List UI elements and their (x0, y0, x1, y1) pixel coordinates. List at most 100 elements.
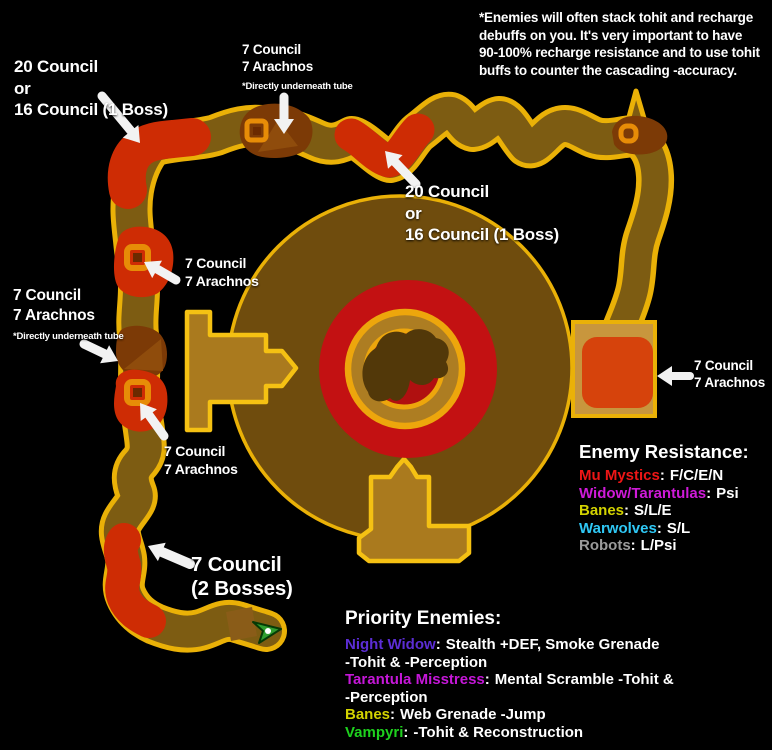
priority-description: -Tohit & Reconstruction (413, 723, 584, 741)
tunnel-end-patch (226, 607, 257, 641)
label-footnote: *Directly underneath tube (13, 331, 124, 342)
resistance-value: S/L/E (634, 502, 672, 519)
priority-row: Night Widow:Stealth +DEF, Smoke Grenade … (345, 636, 772, 671)
right-room-spawn-area (582, 337, 653, 408)
spawn-square-core (133, 253, 142, 262)
resistance-row: Warwolves:S/L (579, 520, 749, 538)
resistance-value: Psi (716, 484, 739, 502)
priority-enemies-panel: Priority Enemies: Night Widow:Stealth +D… (345, 608, 772, 741)
map-label-left-mid: 7 Council 7 Arachnos *Directly underneat… (13, 286, 124, 342)
resistance-value: F/C/E/N (669, 467, 724, 484)
spawn-square-core (253, 127, 261, 135)
priority-description: Stealth +DEF, Smoke Grenade -Tohit & -Pe… (345, 636, 660, 671)
label-line: 7 Council (13, 287, 81, 304)
enemy-name: Vampyri (345, 723, 404, 741)
map-label-right-room: 7 Council 7 Arachnos (694, 358, 765, 391)
label-line: 7 Council (164, 443, 226, 459)
separator: : (630, 537, 636, 554)
chamber-entrance-bottom (356, 456, 472, 564)
spawn-square-core (133, 388, 142, 397)
separator: : (659, 467, 665, 484)
enemy-name: Night Widow (345, 636, 436, 653)
label-line: 20 Council (14, 57, 98, 76)
label-line: or (14, 78, 31, 98)
annotation-arrows (79, 91, 694, 569)
player-start-icon (252, 621, 282, 644)
enemy-name: Robots (579, 537, 631, 554)
enemy-name: Banes (345, 706, 391, 723)
note-line: *Enemies will often stack tohit and rech… (479, 10, 754, 25)
separator: : (624, 502, 630, 519)
label-line: 7 Council (191, 553, 282, 576)
enemy-name: Tarantula Misstress (345, 671, 485, 688)
map-label-bottom: 7 Council (2 Bosses) (191, 553, 293, 601)
separator: : (656, 519, 662, 537)
pointer-arrow (148, 542, 195, 569)
label-line: 7 Arachnos (13, 306, 95, 324)
pointer-arrow (140, 403, 169, 441)
label-line: 16 Council (1 Boss) (405, 225, 559, 244)
separator: : (484, 671, 490, 688)
pointer-arrow (79, 339, 118, 364)
enemy-name: Widow/Tarantulas (579, 484, 707, 502)
enemy-resistance-panel: Enemy Resistance: Mu Mystics:F/C/E/N Wid… (579, 441, 749, 555)
map-label-center: 20 Council or 16 Council (1 Boss) (405, 181, 559, 246)
enemy-resistance-title: Enemy Resistance: (579, 441, 749, 462)
label-line: 7 Arachnos (694, 374, 766, 390)
chamber-entrance-left (184, 309, 299, 433)
spawn-square-icon (618, 123, 639, 144)
map-label-top-left: 20 Council or 16 Council (1 Boss) (14, 56, 168, 121)
pointer-arrow (97, 91, 140, 143)
label-footnote: *Directly underneath tube (242, 81, 353, 92)
room-dark-mid-facet (124, 339, 163, 371)
note-line: debuffs on you. It's very important to h… (479, 27, 743, 43)
label-line: 20 Council (405, 182, 489, 201)
resistance-value: S/L (666, 519, 691, 537)
spawn-square-icon (244, 118, 269, 143)
pointer-arrow (274, 92, 294, 134)
spawn-square-icon (124, 244, 151, 271)
pointer-arrow (385, 151, 421, 189)
label-line: 7 Arachnos (164, 461, 238, 477)
priority-row: Banes:Web Grenade -Jump (345, 706, 772, 724)
warning-note: *Enemies will often stack tohit and rech… (479, 9, 760, 79)
label-line: 7 Council (185, 255, 247, 271)
separator: : (403, 723, 409, 741)
priority-row: Vampyri:-Tohit & Reconstruction (345, 724, 772, 742)
map-label-top-mid: 7 Council 7 Arachnos *Directly underneat… (242, 42, 353, 92)
separator: : (390, 706, 396, 723)
enemy-name: Mu Mystics (579, 467, 660, 484)
note-line: 90-100% recharge resistance and to use t… (479, 45, 760, 60)
spawn-zone-bottom-left (103, 523, 166, 638)
label-line: 16 Council (1 Boss) (14, 100, 168, 119)
spawn-square-icon (124, 379, 151, 406)
resistance-row: Robots:L/Psi (579, 537, 749, 555)
label-line: (2 Bosses) (191, 577, 293, 600)
central-chamber (184, 194, 574, 564)
priority-enemies-title: Priority Enemies: (345, 608, 502, 629)
label-line: 7 Arachnos (242, 58, 314, 74)
priority-row: Tarantula Misstress:Mental Scramble -Toh… (345, 671, 772, 706)
map-label-left-room1: 7 Council 7 Arachnos (185, 254, 259, 290)
spawn-zone-elbow (107, 118, 211, 209)
resistance-row: Widow/Tarantulas:Psi (579, 485, 749, 503)
label-line: 7 Arachnos (185, 273, 259, 289)
resistance-row: Mu Mystics:F/C/E/N (579, 467, 749, 485)
chamber-core-rock (362, 329, 449, 402)
enemy-name: Banes (579, 502, 625, 519)
pointer-arrow (657, 366, 694, 386)
note-line: buffs to counter the cascading -accuracy… (479, 62, 737, 78)
label-line: 7 Council (242, 42, 301, 57)
map-label-left-room2: 7 Council 7 Arachnos (164, 442, 238, 478)
pointer-arrow (144, 260, 181, 285)
priority-description: Web Grenade -Jump (400, 706, 546, 723)
separator: : (706, 484, 712, 502)
right-room (571, 320, 657, 418)
enemy-name: Warwolves (579, 519, 657, 537)
label-line: or (405, 203, 422, 223)
priority-description: Mental Scramble -Tohit & -Perception (345, 671, 674, 706)
label-line: 7 Council (694, 358, 753, 373)
separator: : (435, 636, 441, 653)
resistance-row: Banes:S/L/E (579, 502, 749, 520)
